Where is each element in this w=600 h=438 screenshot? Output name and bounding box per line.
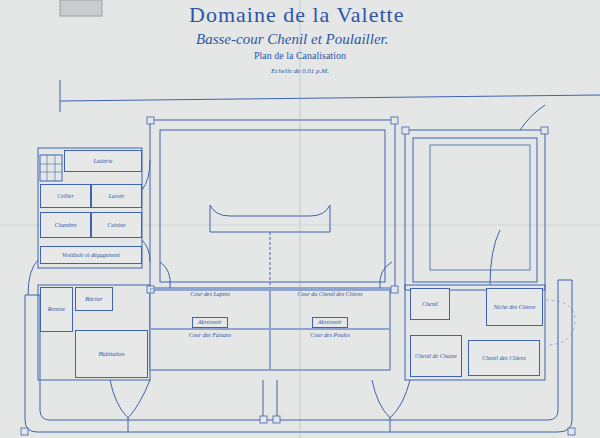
room-name: Cour des Lapins [190,291,230,298]
pillars [21,117,575,435]
room-name: Habitation [98,351,124,358]
plan-lines [25,80,600,432]
plan-subtitle: Basse-cour Chenil et Poulailler. [196,31,388,48]
room-name: Cuisine [107,222,125,229]
room-box: Niche des Chiens [486,288,543,326]
room-name: Niche des Chiens [494,304,536,311]
room-box: Abreuvoir [192,317,228,328]
room-box: Abreuvoir [312,317,348,328]
room-name: Abreuvoir [198,319,222,326]
room-name: Cellier [57,193,74,200]
room-name: Chenil des Chiens [482,355,526,362]
room-box: Habitation [75,330,148,378]
room-name: Chenil [422,301,438,308]
room-box: Chenil [410,288,450,320]
room-box: Laiterie [64,150,142,172]
room-name: Abreuvoir [318,319,342,326]
room-name: Cour des Poules [310,332,350,339]
archive-stamp [60,0,102,16]
court-area: Cour du Chenil des ChiensAbreuvoir [270,288,390,329]
room-name: Vestibule et dégagement [62,252,120,259]
room-name: Lavoir [108,193,124,200]
plan-note: Echelle de 0.01 p.M. [271,67,329,75]
room-box: Cellier [40,184,91,208]
room-box: Chenil de Chasse [410,335,462,377]
court-area: Cour des Poules [270,329,390,370]
room-name: Cour des Faisans [189,332,231,339]
room-box: Chambre [40,212,91,238]
room-name: Remise [48,306,65,313]
room-box: Vestibule et dégagement [40,246,142,264]
court-area: Cour des Faisans [150,329,270,370]
room-box: Remise [40,287,73,332]
room-name: Laiterie [94,158,113,165]
court-area: Cour des LapinsAbreuvoir [150,288,270,329]
room-name: Chambre [54,222,76,229]
room-box: Bûcher [75,287,113,311]
room-box: Lavoir [91,184,142,208]
room-box: Cuisine [91,212,142,238]
room-name: Bûcher [85,296,102,303]
plan-note: Plan de la Canalisation [254,50,346,61]
fold-line [299,0,301,438]
room-name: Chenil de Chasse [415,353,457,360]
room-box: Chenil des Chiens [468,340,540,376]
plan-title: Domaine de la Valette [189,2,404,28]
room-name: Cour du Chenil des Chiens [297,291,362,298]
